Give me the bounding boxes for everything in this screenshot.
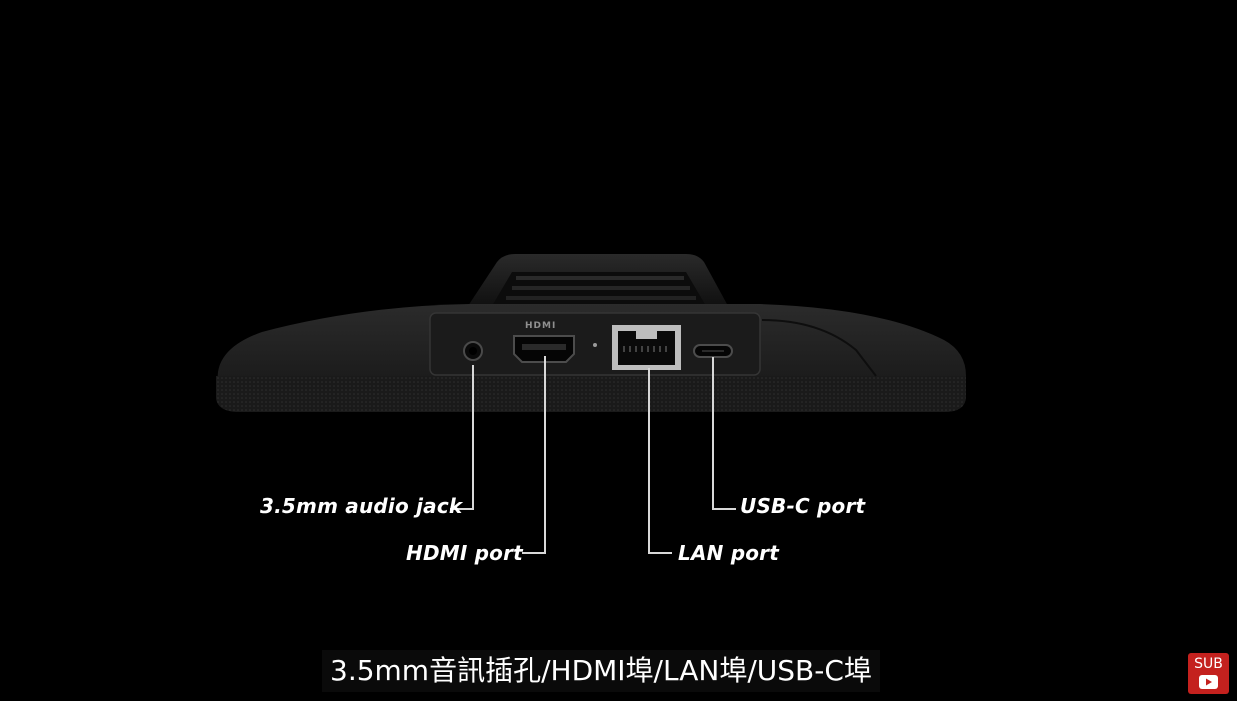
leader-line-audio-horizontal: [450, 508, 474, 510]
hdmi-logo: HDMI: [525, 321, 557, 331]
kickstand: [468, 254, 728, 306]
indicator-light: [593, 343, 597, 347]
callout-lan-port: LAN port: [678, 541, 780, 565]
leader-line-audio-vertical: [472, 365, 474, 510]
lan-port: [612, 325, 681, 370]
youtube-play-icon: [1199, 675, 1218, 689]
leader-line-lan-horizontal: [648, 552, 672, 554]
audio-jack: [463, 341, 483, 361]
leader-line-usbc-horizontal: [712, 508, 736, 510]
leader-line-hdmi-vertical: [544, 356, 546, 554]
device-body: [216, 304, 966, 412]
callout-usbc-port: USB-C port: [740, 494, 866, 518]
subtitle-caption: 3.5mm音訊插孔/HDMI埠/LAN埠/USB-C埠: [322, 650, 880, 692]
callout-hdmi-port: HDMI port: [406, 541, 523, 565]
leader-line-hdmi-horizontal: [522, 552, 546, 554]
subscribe-label: SUB: [1194, 656, 1223, 672]
subscribe-button[interactable]: SUB: [1188, 653, 1229, 694]
usbc-port: [693, 344, 733, 358]
hdmi-port: [513, 335, 575, 363]
leader-line-lan-vertical: [648, 368, 650, 554]
callout-audio-jack: 3.5mm audio jack: [260, 494, 463, 518]
leader-line-usbc-vertical: [712, 357, 714, 510]
